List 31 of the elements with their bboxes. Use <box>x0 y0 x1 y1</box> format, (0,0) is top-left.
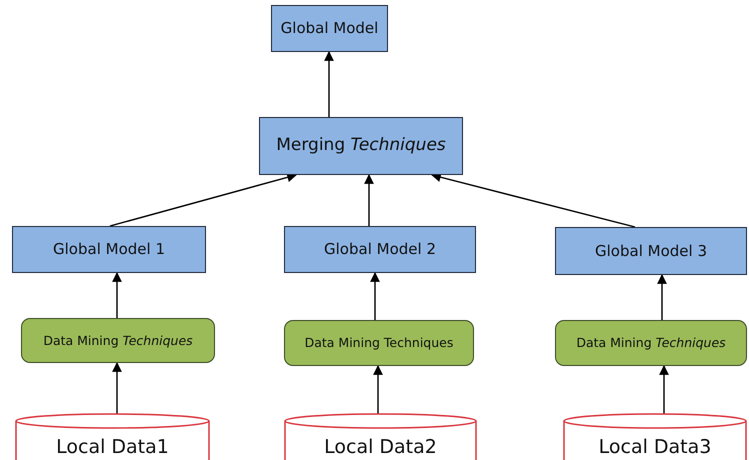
node-label: Global Model <box>280 19 380 38</box>
arrow <box>364 174 374 226</box>
model-box <box>259 117 463 175</box>
node-label: Local Data1 <box>55 436 170 458</box>
node-label: Global Model 3 <box>594 242 708 260</box>
database-cylinder <box>563 412 747 460</box>
node-label: Data Mining Techniques <box>575 334 727 352</box>
node-label: Merging Techniques <box>275 135 447 157</box>
arrow <box>657 274 667 320</box>
model-box <box>12 226 206 273</box>
node-label: Global Model 1 <box>52 240 166 259</box>
arrow <box>370 272 380 320</box>
arrow <box>110 172 297 227</box>
node-label: Local Data2 <box>323 436 438 458</box>
node-label: Global Model 2 <box>323 240 437 259</box>
model-box <box>271 5 388 52</box>
process-box <box>555 320 747 366</box>
model-box <box>284 226 476 273</box>
model-box <box>555 227 747 275</box>
process-box <box>21 318 215 363</box>
database-cylinder <box>284 412 477 460</box>
node-label: Data Mining Techniques <box>304 334 454 352</box>
arrow <box>112 272 122 318</box>
process-box <box>284 320 474 366</box>
arrow <box>373 365 383 414</box>
node-label: Data Mining Techniques <box>42 332 194 350</box>
arrow <box>112 362 122 414</box>
node-label: Local Data3 <box>598 436 712 458</box>
arrow <box>324 51 334 117</box>
arrow <box>659 365 669 414</box>
database-cylinder <box>15 412 210 460</box>
